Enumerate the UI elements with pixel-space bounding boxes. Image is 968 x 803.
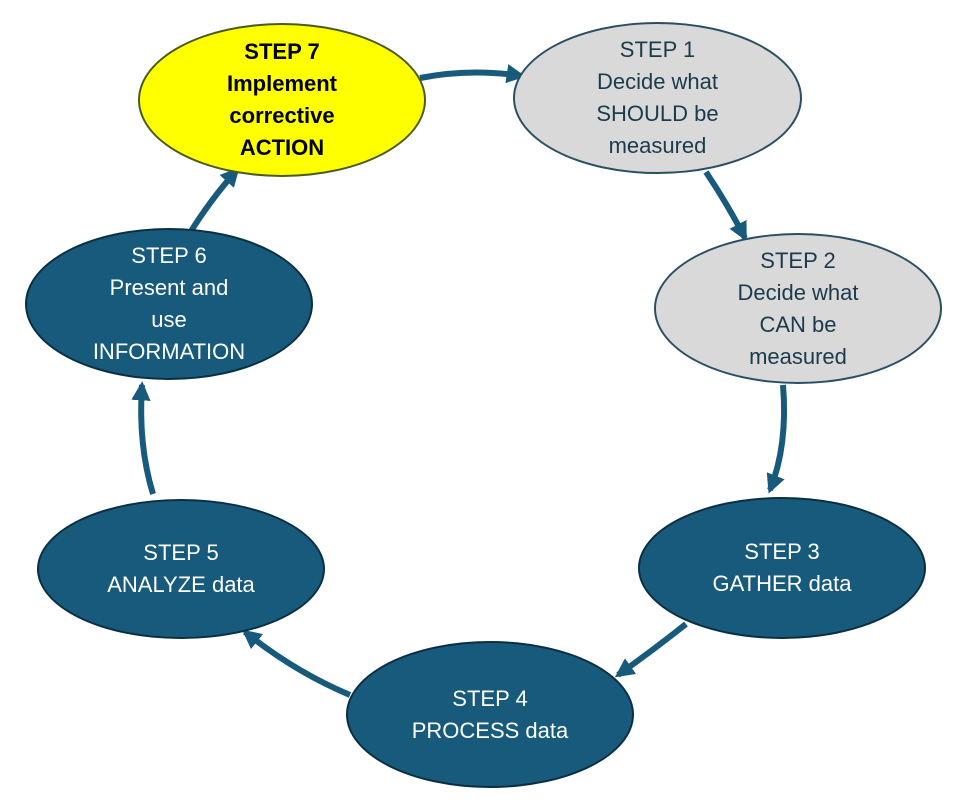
arrow-step1-to-step2 [703, 170, 748, 242]
step-4-label: STEP 4 PROCESS data [411, 685, 569, 743]
step-4-node: STEP 4 PROCESS data [346, 641, 634, 788]
step-6-label: STEP 6 Present and use INFORMATION [92, 243, 246, 364]
arrow-step3-to-step4 [614, 621, 688, 678]
step-2-label: STEP 2 Decide what CAN be measured [737, 247, 859, 369]
step-1-node: STEP 1 Decide what SHOULD be measured [513, 22, 802, 174]
step-3-node: STEP 3 GATHER data [638, 497, 926, 639]
step-5-node: STEP 5 ANALYZE data [37, 499, 325, 639]
step-7-node: STEP 7 Implement corrective ACTION [138, 23, 426, 177]
step-5-label: STEP 5 ANALYZE data [107, 540, 255, 597]
step-7-label: STEP 7 Implement corrective ACTION [226, 39, 338, 160]
arrow-step6-to-step7 [185, 167, 240, 238]
arrow-step2-to-step3 [766, 384, 788, 494]
step-3-label: STEP 3 GATHER data [712, 539, 852, 596]
arrow-step7-to-step1 [419, 64, 526, 84]
arrow-step4-to-step5 [242, 629, 352, 698]
step-2-node: STEP 2 Decide what CAN be measured [654, 233, 942, 384]
step-6-node: STEP 6 Present and use INFORMATION [25, 228, 313, 380]
step-1-label: STEP 1 Decide what SHOULD be measured [596, 37, 719, 158]
arrow-step5-to-step6 [131, 381, 156, 495]
